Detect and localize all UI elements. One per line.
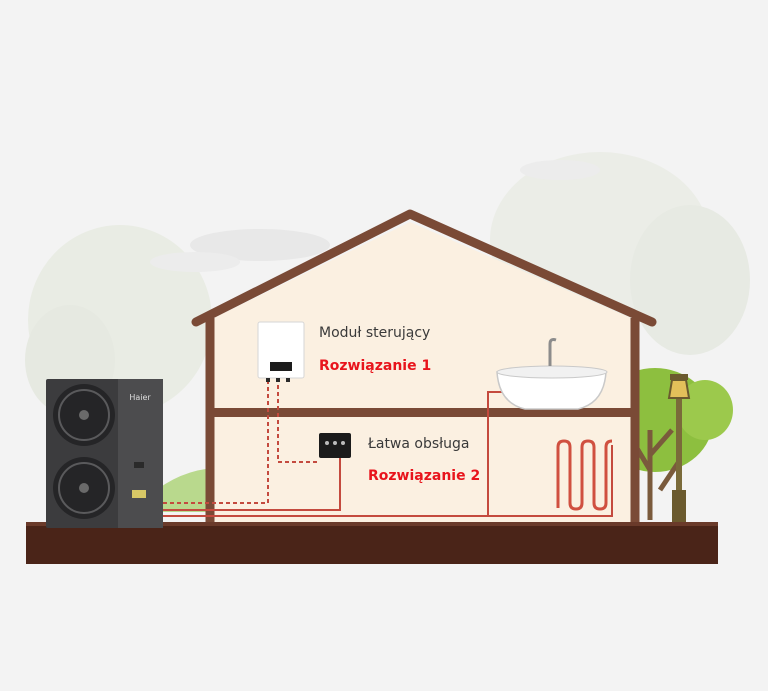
house — [191, 209, 657, 525]
solution-1-label: Rozwiązanie 1 — [319, 358, 432, 374]
street-lamp-icon — [667, 374, 691, 525]
easy-operation-label: Łatwa obsługa — [368, 436, 470, 452]
brand-logo: Haier — [129, 393, 151, 402]
heat-pump-unit-icon — [46, 379, 163, 528]
control-wiring — [163, 378, 320, 504]
wall-controller-icon — [319, 433, 351, 458]
ground — [26, 522, 718, 564]
bathtub-icon — [496, 338, 608, 410]
heating-pipes — [163, 391, 613, 517]
radiator-icon — [556, 439, 613, 511]
control-module-label: Moduł sterujący — [319, 325, 431, 341]
control-module-icon — [257, 321, 305, 382]
solution-2-label: Rozwiązanie 2 — [368, 468, 481, 484]
